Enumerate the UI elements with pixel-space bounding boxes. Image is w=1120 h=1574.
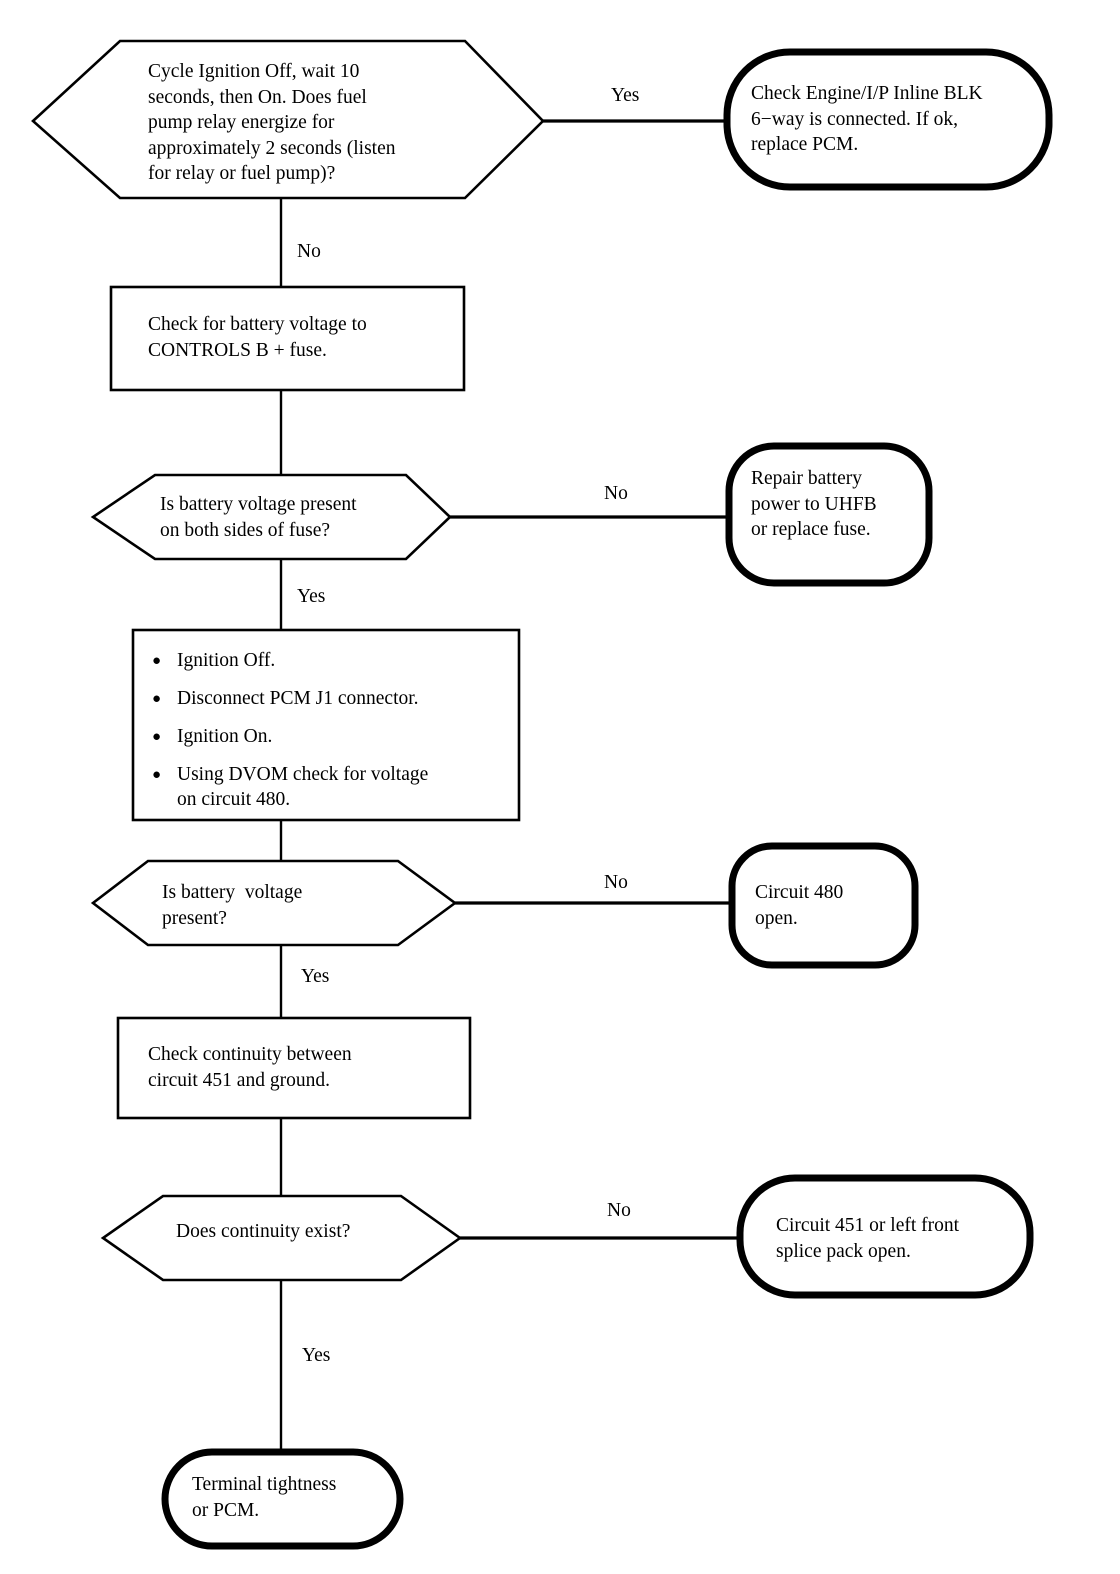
edge-label-q4-no: No (607, 1200, 631, 1221)
terminal-label-r2: Repair battery power to UHFB or replace … (751, 468, 877, 540)
decision-label-q2: Is battery voltage present on both sides… (160, 494, 357, 541)
bullet-item: ● Disconnect PCM J1 connector. (152, 686, 512, 712)
process-bullet-list-p2: ● Ignition Off. ● Disconnect PCM J1 connect… (152, 648, 512, 812)
edge-label-q3-yes: Yes (301, 966, 330, 987)
decision-label-q4: Does continuity exist? (176, 1221, 351, 1242)
process-shape-p1 (109, 285, 466, 392)
decision-shape-q1 (31, 39, 545, 200)
edge-label-q1-yes: Yes (611, 85, 640, 106)
edge-label-q1-no: No (297, 241, 321, 262)
process-shape-p2 (131, 628, 521, 822)
terminal-label-r3: Circuit 480 open. (755, 882, 844, 929)
bullet-item-label: Using DVOM check for voltage on circuit … (177, 764, 429, 810)
process-label-p1: Check for battery voltage to CONTROLS B … (148, 314, 367, 361)
process-label-p3: Check continuity between circuit 451 and… (148, 1044, 352, 1091)
decision-shape-q3 (90, 859, 458, 947)
edge-label-q4-yes: Yes (302, 1345, 331, 1366)
bullet-dot-icon: ● (152, 729, 162, 745)
decision-shape-q2 (90, 473, 452, 561)
terminal-shape-r1 (723, 48, 1053, 191)
decision-shape-q4 (100, 1194, 463, 1282)
edge-label-q2-yes: Yes (297, 586, 326, 607)
bullet-dot-icon: ● (152, 653, 162, 669)
bullet-item: ● Ignition On. (152, 724, 512, 750)
bullet-item: ● Using DVOM check for voltage on circuit… (152, 762, 512, 812)
terminal-label-r4: Circuit 451 or left front splice pack op… (776, 1215, 960, 1262)
terminal-shape-r2 (725, 442, 933, 587)
edge-label-q3-no: No (604, 872, 628, 893)
decision-label-q3: Is battery voltage present? (162, 882, 303, 929)
terminal-shape-r3 (728, 842, 919, 969)
edge-label-q2-no: No (604, 483, 628, 504)
bullet-item-label: Ignition Off. (177, 650, 276, 671)
bullet-item-label: Disconnect PCM J1 connector. (177, 688, 419, 709)
process-shape-p3 (116, 1016, 472, 1120)
bullet-dot-icon: ● (152, 767, 162, 783)
decision-label-q1: Cycle Ignition Off, wait 10 seconds, the… (148, 61, 396, 184)
terminal-label-end: Terminal tightness or PCM. (192, 1474, 337, 1521)
bullet-item-label: Ignition On. (177, 726, 273, 747)
terminal-shape-end (161, 1448, 404, 1550)
bullet-item: ● Ignition Off. (152, 648, 512, 674)
terminal-label-r1: Check Engine/I/P Inline BLK 6−way is con… (751, 83, 983, 155)
bullet-dot-icon: ● (152, 691, 162, 707)
terminal-shape-r4 (736, 1174, 1034, 1299)
